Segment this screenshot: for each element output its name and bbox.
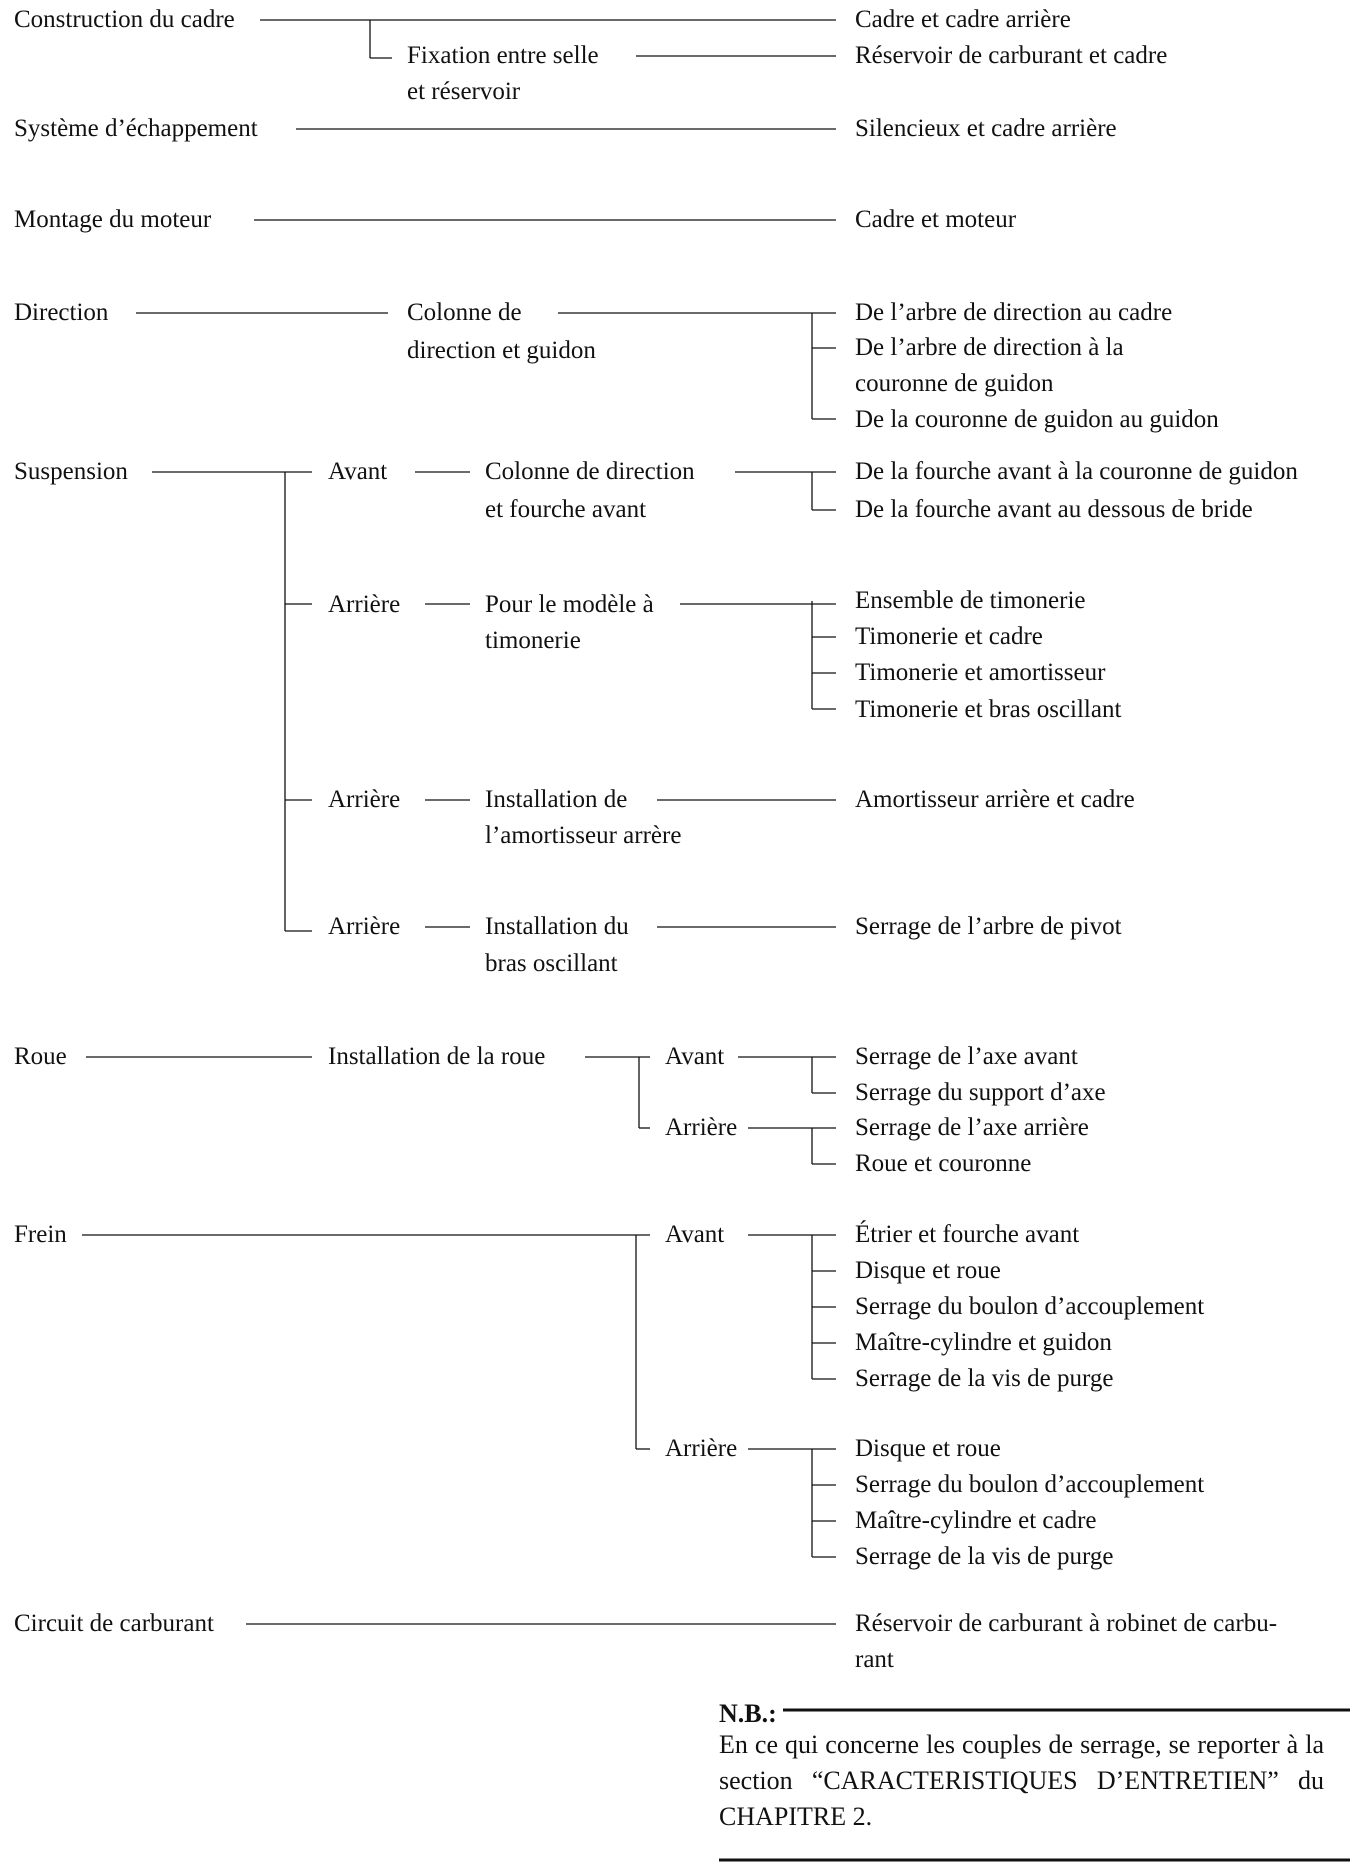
- leaf-rear-bleed-screw: Serrage de la vis de purge: [850, 1539, 1119, 1575]
- node-wheel-front: Avant: [660, 1039, 730, 1075]
- node-direction: Direction: [9, 295, 114, 331]
- node-swingarm-install-line2: bras oscillant: [485, 950, 618, 977]
- leaf-pivot-shaft: Serrage de l’arbre de pivot: [850, 909, 1127, 945]
- leaf-caliper-fork: Étrier et fourche avant: [850, 1217, 1085, 1253]
- leaf-front-bleed-screw: Serrage de la vis de purge: [850, 1361, 1119, 1397]
- node-column-front-fork: Colonne de direction: [480, 454, 700, 490]
- leaf-rear-axle: Serrage de l’axe arrière: [850, 1110, 1094, 1146]
- node-fuel-circuit: Circuit de carburant: [9, 1606, 219, 1642]
- leaf-master-cylinder-handlebar: Maître-cylindre et guidon: [850, 1325, 1117, 1361]
- leaf-shaft-to-crown: De l’arbre de direction à la: [850, 330, 1129, 366]
- node-wheel-install: Installation de la roue: [323, 1039, 551, 1075]
- node-steering-column: Colonne de: [402, 295, 527, 331]
- leaf-linkage-swingarm: Timonerie et bras oscillant: [850, 692, 1127, 728]
- leaf-master-cylinder-frame: Maître-cylindre et cadre: [850, 1503, 1102, 1539]
- node-suspension-front: Avant: [323, 454, 393, 490]
- node-brake: Frein: [9, 1217, 72, 1253]
- node-wheel-rear: Arrière: [660, 1110, 743, 1146]
- leaf-axle-holder: Serrage du support d’axe: [850, 1075, 1111, 1111]
- leaf-front-union-bolt: Serrage du boulon d’accouplement: [850, 1289, 1210, 1325]
- leaf-front-disc-wheel: Disque et roue: [850, 1253, 1006, 1289]
- node-linkage-model: Pour le modèle à: [480, 587, 659, 623]
- leaf-linkage-shock: Timonerie et amortisseur: [850, 655, 1111, 691]
- leaf-rear-disc-wheel: Disque et roue: [850, 1431, 1006, 1467]
- leaf-tank-fuel-cock-line2: rant: [855, 1646, 894, 1673]
- node-exhaust-system: Système d’échappement: [9, 111, 263, 147]
- leaf-shaft-to-crown-line2: couronne de guidon: [855, 370, 1054, 397]
- node-column-front-fork-line2: et fourche avant: [485, 496, 647, 523]
- leaf-rear-union-bolt: Serrage du boulon d’accouplement: [850, 1467, 1210, 1503]
- node-engine-mounting: Montage du moteur: [9, 202, 217, 238]
- leaf-rear-shock-frame: Amortisseur arrière et cadre: [850, 782, 1140, 818]
- node-suspension-rear-linkage: Arrière: [323, 587, 406, 623]
- leaf-tank-fuel-cock: Réservoir de carburant à robinet de carb…: [850, 1606, 1283, 1642]
- node-suspension-rear-swingarm: Arrière: [323, 909, 406, 945]
- leaf-shaft-to-frame: De l’arbre de direction au cadre: [850, 295, 1178, 331]
- node-seat-tank-fixing-line2: et réservoir: [407, 78, 521, 105]
- note-title: N.B.:: [719, 1697, 783, 1731]
- node-swingarm-install: Installation du: [480, 909, 634, 945]
- node-suspension: Suspension: [9, 454, 133, 490]
- node-rear-shock-install-line2: l’amortisseur arrère: [485, 822, 682, 849]
- leaf-linkage-frame: Timonerie et cadre: [850, 619, 1048, 655]
- node-linkage-model-line2: timonerie: [485, 627, 581, 654]
- leaf-fork-to-bracket: De la fourche avant au dessous de bride: [850, 492, 1258, 528]
- node-rear-shock-install: Installation de: [480, 782, 633, 818]
- leaf-crown-to-handlebar: De la couronne de guidon au guidon: [850, 402, 1224, 438]
- leaf-fork-to-crown: De la fourche avant à la couronne de gui…: [850, 454, 1303, 490]
- leaf-wheel-sprocket: Roue et couronne: [850, 1146, 1037, 1182]
- node-frame-construction: Construction du cadre: [9, 2, 240, 38]
- note-text: En ce qui concerne les couples de serrag…: [719, 1730, 1324, 1831]
- node-suspension-rear-shock: Arrière: [323, 782, 406, 818]
- leaf-muffler-rear-frame: Silencieux et cadre arrière: [850, 111, 1122, 147]
- leaf-frame-engine: Cadre et moteur: [850, 202, 1022, 238]
- node-wheel: Roue: [9, 1039, 72, 1075]
- node-brake-front: Avant: [660, 1217, 730, 1253]
- leaf-fuel-tank-frame: Réservoir de carburant et cadre: [850, 38, 1173, 74]
- node-seat-tank-fixing: Fixation entre selle: [402, 38, 604, 74]
- leaf-frame-rear-frame: Cadre et cadre arrière: [850, 2, 1076, 38]
- leaf-linkage-assembly: Ensemble de timonerie: [850, 583, 1091, 619]
- node-brake-rear: Arrière: [660, 1431, 743, 1467]
- node-steering-column-line2: direction et guidon: [407, 337, 596, 364]
- leaf-front-axle: Serrage de l’axe avant: [850, 1039, 1083, 1075]
